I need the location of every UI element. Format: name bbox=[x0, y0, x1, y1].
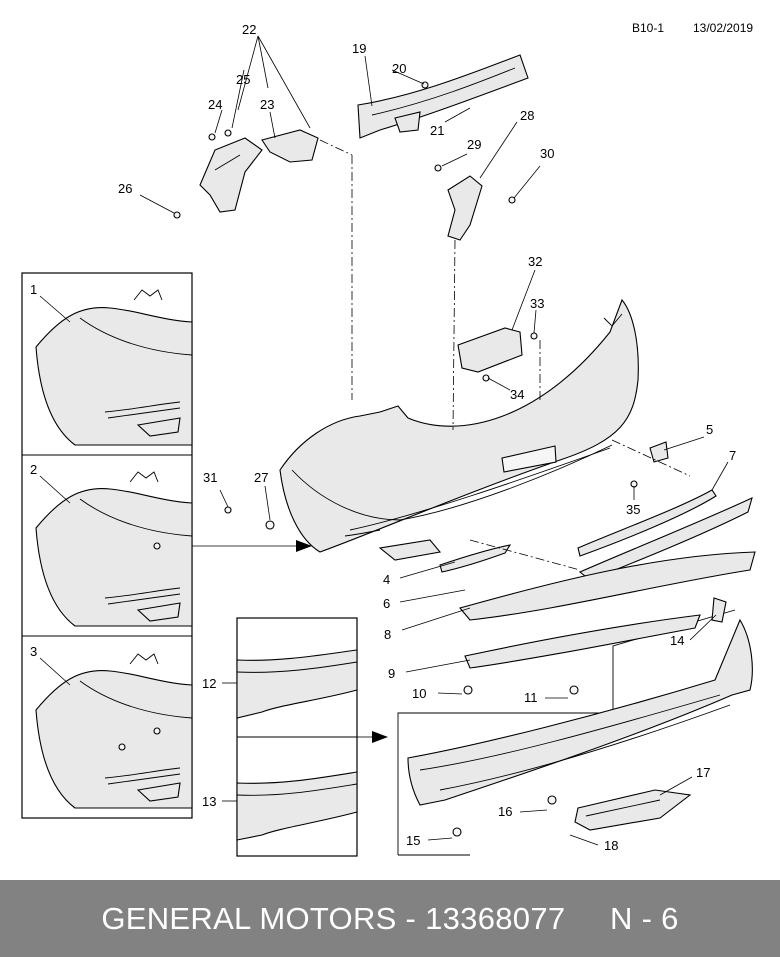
bumper-variant-2 bbox=[35, 471, 193, 627]
callout-29: 29 bbox=[467, 137, 481, 152]
callout-12: 12 bbox=[202, 676, 216, 691]
callout-10: 10 bbox=[412, 686, 426, 701]
callout-19: 19 bbox=[352, 41, 366, 56]
callout-13: 13 bbox=[202, 794, 216, 809]
callout-34: 34 bbox=[510, 387, 524, 402]
leader-lines bbox=[139, 35, 729, 846]
callout-6: 6 bbox=[383, 596, 390, 611]
callout-9: 9 bbox=[388, 666, 395, 681]
callout-23: 23 bbox=[260, 97, 274, 112]
callout-labels: 22 25 24 23 26 19 20 21 28 29 30 32 33 3… bbox=[30, 22, 736, 853]
callout-24: 24 bbox=[208, 97, 222, 112]
callout-11: 11 bbox=[524, 690, 538, 705]
callout-14: 14 bbox=[670, 633, 684, 648]
bumper-variant-3 bbox=[35, 653, 193, 809]
upper-molding bbox=[577, 489, 717, 557]
left-bracket-assembly bbox=[199, 129, 319, 213]
callout-33: 33 bbox=[530, 296, 544, 311]
side-guide-bracket bbox=[457, 327, 523, 373]
trim-panel-8 bbox=[459, 551, 756, 621]
callout-26: 26 bbox=[118, 181, 132, 196]
rear-impact-bar bbox=[357, 54, 529, 139]
callout-17: 17 bbox=[696, 765, 710, 780]
reflector-left bbox=[439, 544, 512, 573]
callout-1: 1 bbox=[30, 282, 37, 297]
callout-16: 16 bbox=[498, 804, 512, 819]
callout-4: 4 bbox=[383, 572, 390, 587]
rear-diffuser bbox=[407, 597, 753, 806]
callout-3: 3 bbox=[30, 644, 37, 659]
callout-28: 28 bbox=[520, 108, 534, 123]
rear-bumper-fascia bbox=[279, 298, 639, 561]
variant-inset-boxes bbox=[21, 272, 193, 819]
callout-22: 22 bbox=[242, 22, 256, 37]
part-number-caption: GENERAL MOTORS - 13368077 N - 6 bbox=[101, 900, 679, 936]
assembly-lines bbox=[319, 139, 691, 571]
callout-35: 35 bbox=[626, 502, 640, 517]
diagram-date: 13/02/2019 bbox=[693, 21, 753, 35]
callout-15: 15 bbox=[406, 833, 420, 848]
callout-27: 27 bbox=[254, 470, 268, 485]
trim-inset-boxes bbox=[236, 617, 358, 857]
trim-panel-9 bbox=[464, 614, 701, 669]
callout-32: 32 bbox=[528, 254, 542, 269]
parts-diagram: B10-1 13/02/2019 bbox=[21, 21, 756, 857]
callout-2: 2 bbox=[30, 462, 37, 477]
diagram-code: B10-1 bbox=[632, 21, 664, 35]
callout-5: 5 bbox=[706, 422, 713, 437]
callout-31: 31 bbox=[203, 470, 217, 485]
center-bracket bbox=[447, 175, 483, 241]
lower-molding bbox=[578, 496, 753, 581]
callout-8: 8 bbox=[384, 627, 391, 642]
callout-7: 7 bbox=[729, 448, 736, 463]
callout-18: 18 bbox=[604, 838, 618, 853]
callout-20: 20 bbox=[392, 61, 406, 76]
skid-plate bbox=[574, 789, 692, 831]
tow-hook-cover bbox=[649, 441, 669, 463]
callout-30: 30 bbox=[540, 146, 554, 161]
callout-21: 21 bbox=[430, 123, 444, 138]
bumper-variant-1 bbox=[35, 289, 193, 446]
callout-25: 25 bbox=[236, 72, 250, 87]
footer-banner: GENERAL MOTORS - 13368077 N - 6 bbox=[0, 880, 780, 957]
